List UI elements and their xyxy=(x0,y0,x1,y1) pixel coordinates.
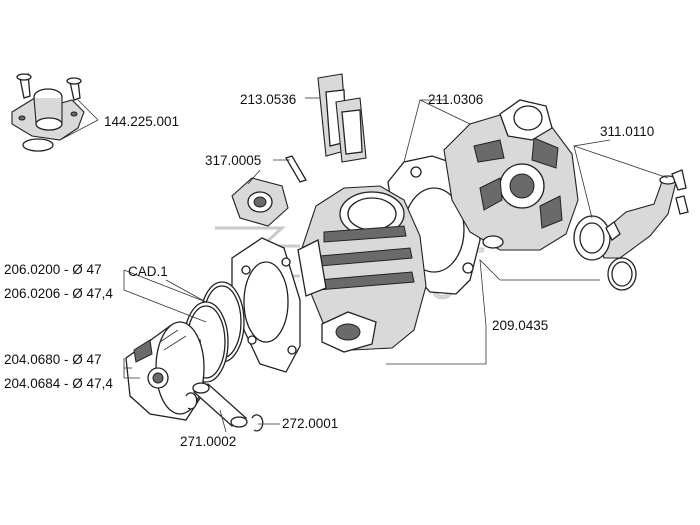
leader-lines xyxy=(59,97,669,433)
piston-pin xyxy=(192,382,248,428)
label-204-0684: 204.0684 - Ø 47,4 xyxy=(4,376,113,391)
reed-valve xyxy=(317,73,367,163)
intake-manifold xyxy=(11,72,85,152)
base-gasket xyxy=(231,237,301,373)
label-311-0110: 311.0110 xyxy=(600,124,654,139)
label-209-0435: 209.0435 xyxy=(492,318,548,333)
label-317-0005: 317.0005 xyxy=(205,153,261,168)
label-211-0306: 211.0306 xyxy=(428,92,483,107)
water-outlet-fitting xyxy=(573,169,689,291)
cylinder xyxy=(297,185,427,353)
intake-flange xyxy=(231,177,289,227)
label-144-225-001: 144.225.001 xyxy=(104,114,179,129)
label-206-0206: 206.0206 - Ø 47,4 xyxy=(4,286,113,301)
label-cad-1: CAD.1 xyxy=(128,264,168,279)
cylinder-head xyxy=(443,99,579,251)
label-272-0001: 272.0001 xyxy=(282,416,338,431)
stud-bolt xyxy=(285,155,307,183)
piston xyxy=(125,321,205,421)
label-206-0200: 206.0200 - Ø 47 xyxy=(4,262,102,277)
circlips xyxy=(185,392,264,432)
label-271-0002: 271.0002 xyxy=(180,434,236,449)
label-204-0680: 204.0680 - Ø 47 xyxy=(4,352,102,367)
label-213-0536: 213.0536 xyxy=(240,92,296,107)
piston-rings xyxy=(183,281,245,383)
